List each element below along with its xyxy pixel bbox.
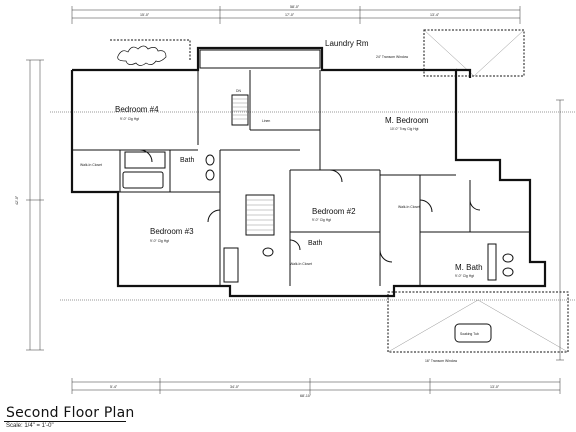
room-walkin-c: Walk-In Closet [290,262,312,266]
note-window: 24" Transom Window [376,55,409,59]
title-underline [4,421,126,422]
room-bedroom3: Bedroom #3 [150,227,194,236]
stairs [231,94,275,236]
dim-d2: 17'-0" [285,13,295,17]
dimension-text: 58'-0" 15'-0" 17'-0" 13'-4" 68'-10" 34'-… [15,5,500,398]
dim-d1: 15'-0" [140,13,150,17]
dim-top-total: 58'-0" [290,5,300,9]
planter-cloud [117,45,167,66]
interior-walls [72,70,530,286]
dim-left-total: 42'-0" [15,195,19,205]
note-b3-ceiling: 9'-0" Clg Hgt [150,239,169,243]
room-bedroom2: Bedroom #2 [312,207,356,216]
note-dn: DN [236,89,241,93]
room-bath-a: Bath [180,157,195,164]
dim-d3: 13'-4" [430,13,440,17]
dim-bottom-total: 68'-10" [300,394,312,398]
dim-d4: 34'-0" [230,385,240,389]
room-master-bath: M. Bath [455,263,483,272]
fixtures [122,151,514,343]
note-soaking-tub: Soaking Tub [460,332,479,336]
dim-d5: 5'-4" [110,385,118,389]
exterior-walls [70,46,547,298]
note-trans-window: 16" Transom Window [425,359,458,363]
note-mbath-ceiling: 9'-0" Clg Hgt [455,274,474,278]
plan-title: Second Floor Plan [6,405,135,421]
room-laundry: Laundry Rm [325,39,369,48]
roof-outlines [110,29,569,353]
room-walkin-b: Walk-In Closet [398,205,420,209]
dimension-lines [26,6,575,394]
room-bedroom4: Bedroom #4 [115,105,159,114]
room-master-bedroom: M. Bedroom [385,116,429,125]
room-bath-b: Bath [308,240,323,247]
dim-d6: 13'-0" [490,385,500,389]
room-labels: Bedroom #4 9'-0" Clg Hgt Bedroom #3 9'-0… [80,39,483,363]
plan-scale: Scale: 1/4" = 1'-0" [6,423,54,429]
note-b2-ceiling: 9'-0" Clg Hgt [312,218,331,222]
note-b4-ceiling: 9'-0" Clg Hgt [120,117,139,121]
door-swings [139,149,481,263]
room-linen: Linen [262,119,270,123]
room-walkin-a: Walk-In Closet [80,163,102,167]
note-mb-ceiling: 10'-0" Tray Clg Hgt [390,127,418,131]
